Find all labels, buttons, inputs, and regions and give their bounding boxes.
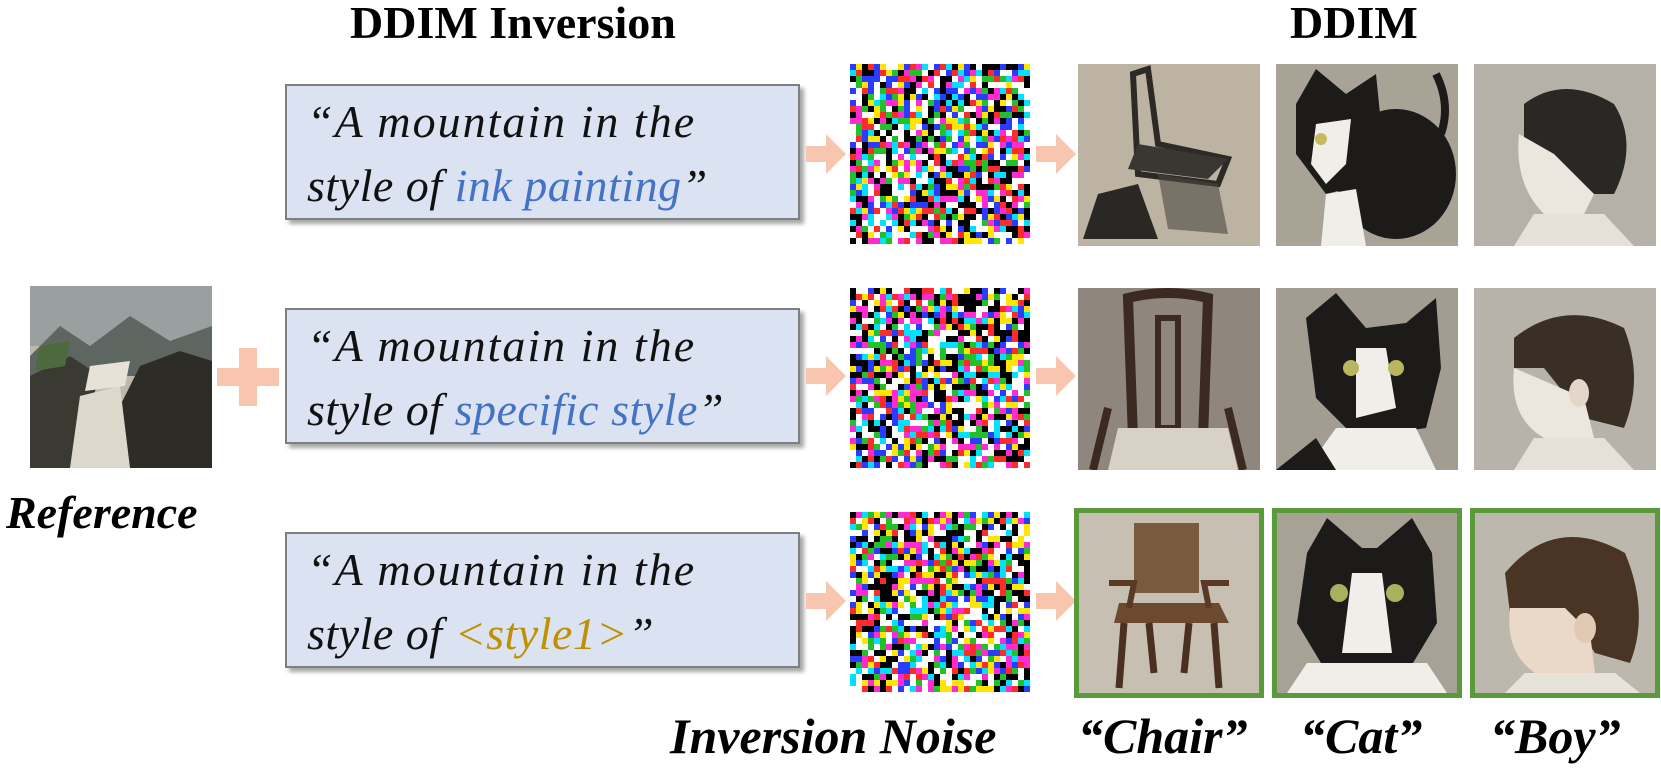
prompt-box-ink-painting: “A mountain in the style of ink painting… (285, 84, 800, 220)
output-image-cat (1276, 288, 1458, 470)
prompt-line-1: “A mountain in the (307, 320, 697, 371)
output-image-chair (1078, 64, 1260, 246)
arrow-right-icon (1036, 134, 1076, 174)
prompt-line-2: style of specific style” (307, 384, 724, 435)
header-ddim-inversion: DDIM Inversion (350, 0, 676, 48)
output-image-chair (1078, 288, 1260, 470)
output-image-cat (1276, 64, 1458, 246)
reference-image (30, 286, 212, 468)
prompt-style-keyword: ink painting (454, 160, 682, 211)
prompt-style-token: <style1> (454, 608, 628, 659)
prompt-box-specific-style: “A mountain in the style of specific sty… (285, 308, 800, 444)
prompt-line-1: “A mountain in the (307, 544, 697, 595)
inversion-noise-image (850, 512, 1030, 692)
prompt-style-keyword: specific style (454, 384, 698, 435)
header-ddim: DDIM (1290, 0, 1418, 48)
prompt-box-style1: “A mountain in the style of <style1>” (285, 532, 800, 668)
inversion-noise-image (850, 64, 1030, 244)
caption-inversion-noise: Inversion Noise (670, 708, 997, 764)
output-image-boy (1474, 288, 1656, 470)
prompt-line-2: style of <style1>” (307, 608, 655, 659)
output-image-boy (1474, 64, 1656, 246)
arrow-right-icon (806, 356, 846, 396)
arrow-right-icon (806, 581, 846, 621)
prompt-line-2: style of ink painting” (307, 160, 708, 211)
output-image-boy-selected (1470, 508, 1660, 698)
arrow-right-icon (1036, 581, 1076, 621)
plus-icon (217, 348, 279, 406)
arrow-right-icon (806, 134, 846, 174)
arrow-right-icon (1036, 356, 1076, 396)
prompt-line-1: “A mountain in the (307, 96, 697, 147)
caption-chair: “Chair” (1078, 708, 1248, 764)
output-image-cat-selected (1272, 508, 1462, 698)
caption-boy: “Boy” (1490, 708, 1621, 764)
inversion-noise-image (850, 288, 1030, 468)
reference-label: Reference (6, 487, 198, 538)
caption-cat: “Cat” (1300, 708, 1423, 764)
output-image-chair-selected (1074, 508, 1264, 698)
